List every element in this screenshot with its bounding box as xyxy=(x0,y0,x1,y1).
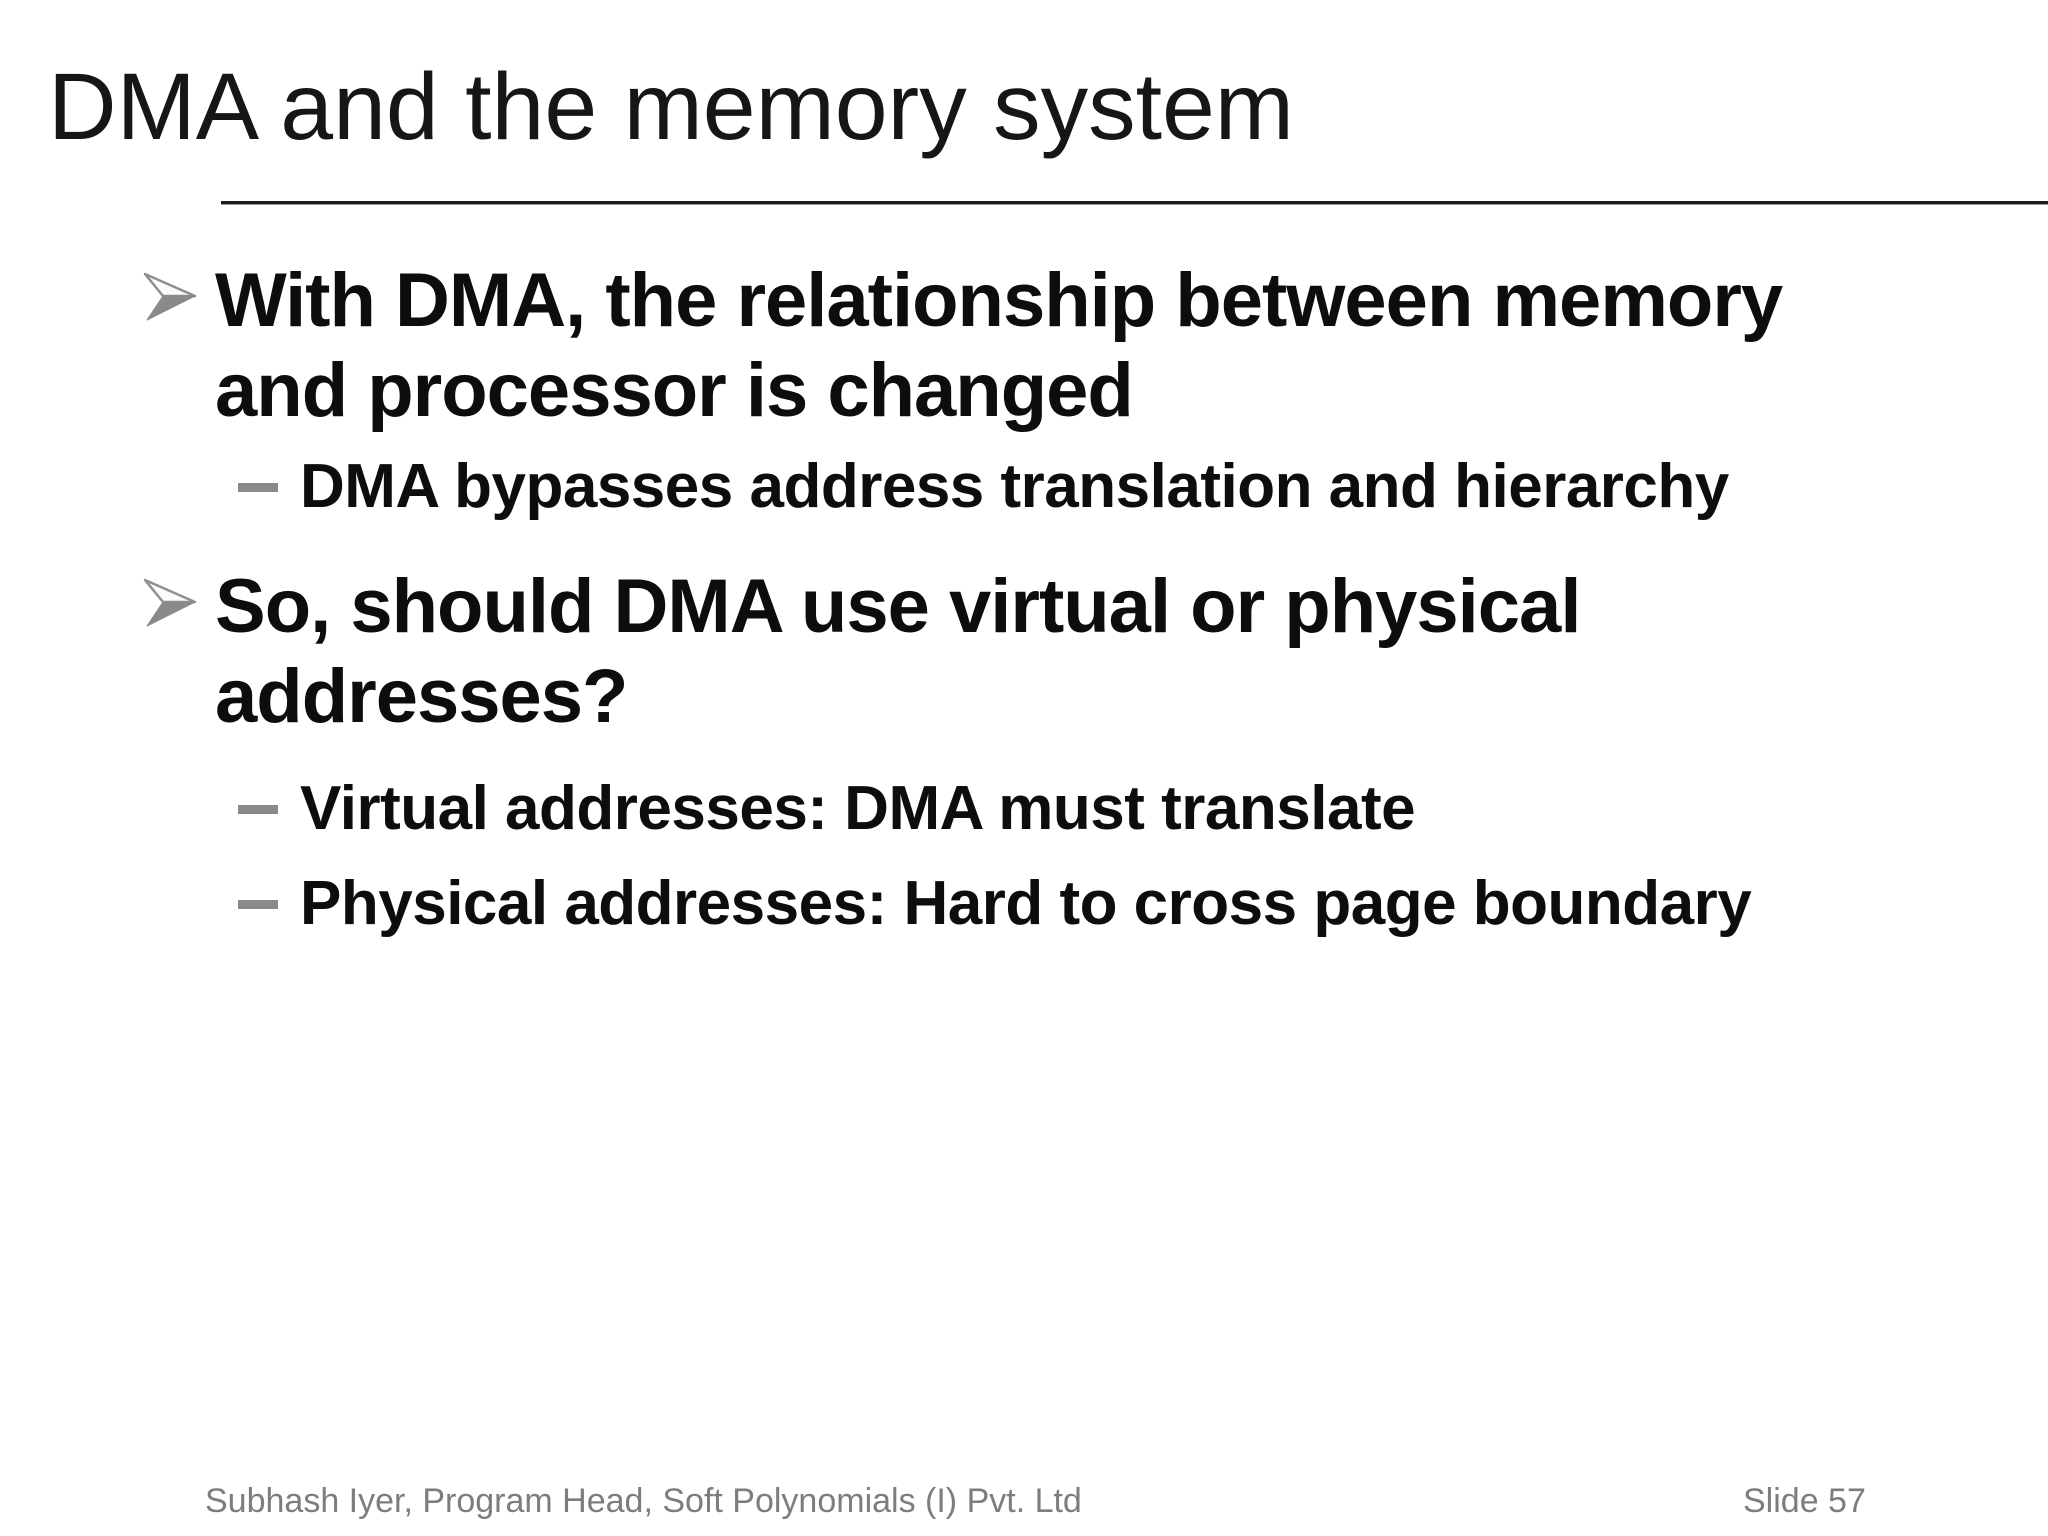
bullet-text: Physical addresses: Hard to cross page b… xyxy=(300,867,1752,941)
bullet-item: Physical addresses: Hard to cross page b… xyxy=(238,867,1752,941)
slide-title: DMA and the memory system xyxy=(48,54,1294,160)
bullet-item: So, should DMA use virtual or physical a… xyxy=(143,562,1581,742)
title-underline xyxy=(221,201,2048,205)
bullet-text: Virtual addresses: DMA must translate xyxy=(300,772,1416,846)
arrow-bullet-icon xyxy=(143,562,215,628)
bullet-line: and processor is changed xyxy=(215,348,1134,433)
dash-bullet-icon xyxy=(238,772,300,814)
bullet-item: Virtual addresses: DMA must translate xyxy=(238,772,1416,846)
bullet-line: addresses? xyxy=(215,654,628,739)
bullet-line: Physical addresses: Hard to cross page b… xyxy=(300,869,1752,938)
bullet-text: With DMA, the relationship between memor… xyxy=(215,256,1783,436)
bullet-item: With DMA, the relationship between memor… xyxy=(143,256,1783,436)
arrow-bullet-icon xyxy=(143,256,215,322)
bullet-item: DMA bypasses address translation and hie… xyxy=(238,450,1729,524)
bullet-line: Virtual addresses: DMA must translate xyxy=(300,774,1416,843)
bullet-line: DMA bypasses address translation and hie… xyxy=(300,452,1729,521)
bullet-line: With DMA, the relationship between memor… xyxy=(215,258,1783,343)
slide-number-label: Slide 57 xyxy=(1743,1482,1866,1520)
bullet-line: So, should DMA use virtual or physical xyxy=(215,564,1581,649)
dash-bullet-icon xyxy=(238,450,300,492)
dash-bullet-icon xyxy=(238,867,300,909)
bullet-text: DMA bypasses address translation and hie… xyxy=(300,450,1729,524)
footer-author: Subhash Iyer, Program Head, Soft Polynom… xyxy=(205,1482,1082,1520)
bullet-text: So, should DMA use virtual or physical a… xyxy=(215,562,1581,742)
